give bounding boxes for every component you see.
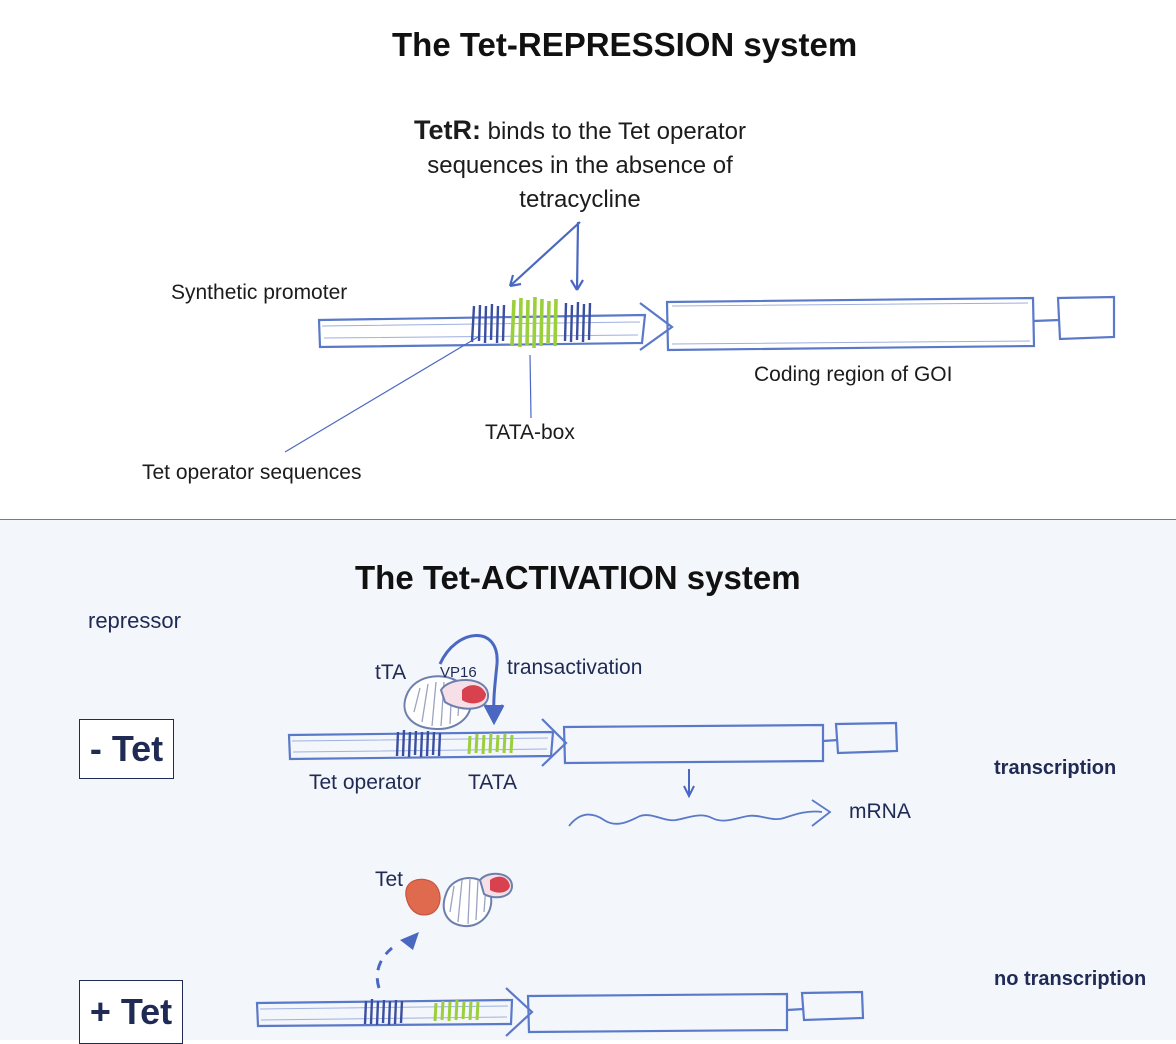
minus-tet-box: - Tet <box>79 719 174 779</box>
repression-title: The Tet-REPRESSION system <box>392 26 858 63</box>
transcription-arrow <box>683 769 695 799</box>
repression-construct <box>317 295 1116 352</box>
promoter-backbone <box>317 313 647 349</box>
terminal-box <box>1056 295 1116 341</box>
tet-bound-tta <box>405 872 514 928</box>
tata-box-stripes <box>510 296 558 349</box>
no-transcription-label: no transcription <box>994 968 1147 990</box>
leader-lines <box>284 336 532 453</box>
transcription-label: transcription <box>994 757 1117 779</box>
transactivation-arrow <box>438 634 505 726</box>
partial-text-clip: repressor <box>80 612 220 636</box>
synthetic-promoter-label: Synthetic promoter <box>171 281 348 304</box>
transactivation-label: transactivation <box>507 656 643 679</box>
tet-operator-sequences-label: Tet operator sequences <box>142 461 362 484</box>
tetr-binding-arrows <box>508 221 584 291</box>
tetr-line-3: tetracycline <box>519 186 641 213</box>
mrna-squiggle <box>568 810 823 827</box>
tata-label: TATA <box>468 771 517 794</box>
coding-region-box <box>665 296 1036 352</box>
dissociation-arrow <box>375 932 419 989</box>
gene-connector-line <box>1032 318 1061 323</box>
partial-repressor-text: repressor <box>88 612 181 633</box>
tet-operator-stripes <box>470 301 592 344</box>
tta-protein <box>403 675 490 731</box>
activation-panel <box>0 520 1176 1040</box>
tetr-description: TetR: binds to the Tet operator sequence… <box>390 113 770 217</box>
activation-title: The Tet-ACTIVATION system <box>355 559 801 596</box>
repression-panel <box>0 0 1176 519</box>
plus-tet-construct <box>255 987 865 1037</box>
tet-operator-label: Tet operator <box>309 771 422 794</box>
vp16-label: VP16 <box>440 664 477 681</box>
minus-tet-construct <box>287 718 899 767</box>
promoter-arrowhead <box>639 302 674 351</box>
minus-tet-operator <box>395 729 442 758</box>
plus-tet-tata <box>433 999 480 1022</box>
mrna-label: mRNA <box>849 800 911 823</box>
tetr-line-1: binds to the Tet operator <box>487 118 747 145</box>
tta-label: tTA <box>375 661 407 684</box>
tetr-label: TetR: <box>413 115 481 145</box>
tet-label: Tet <box>375 868 404 891</box>
plus-tet-box: + Tet <box>79 980 183 1044</box>
coding-region-label: Coding region of GOI <box>754 363 953 386</box>
mrna-arrowhead <box>811 799 832 827</box>
panel-divider <box>0 519 1176 520</box>
tata-box-label: TATA-box <box>485 421 575 444</box>
minus-tet-tata <box>467 732 514 755</box>
tetr-line-2: sequences in the absence of <box>427 152 733 179</box>
plus-tet-operator <box>363 998 404 1026</box>
